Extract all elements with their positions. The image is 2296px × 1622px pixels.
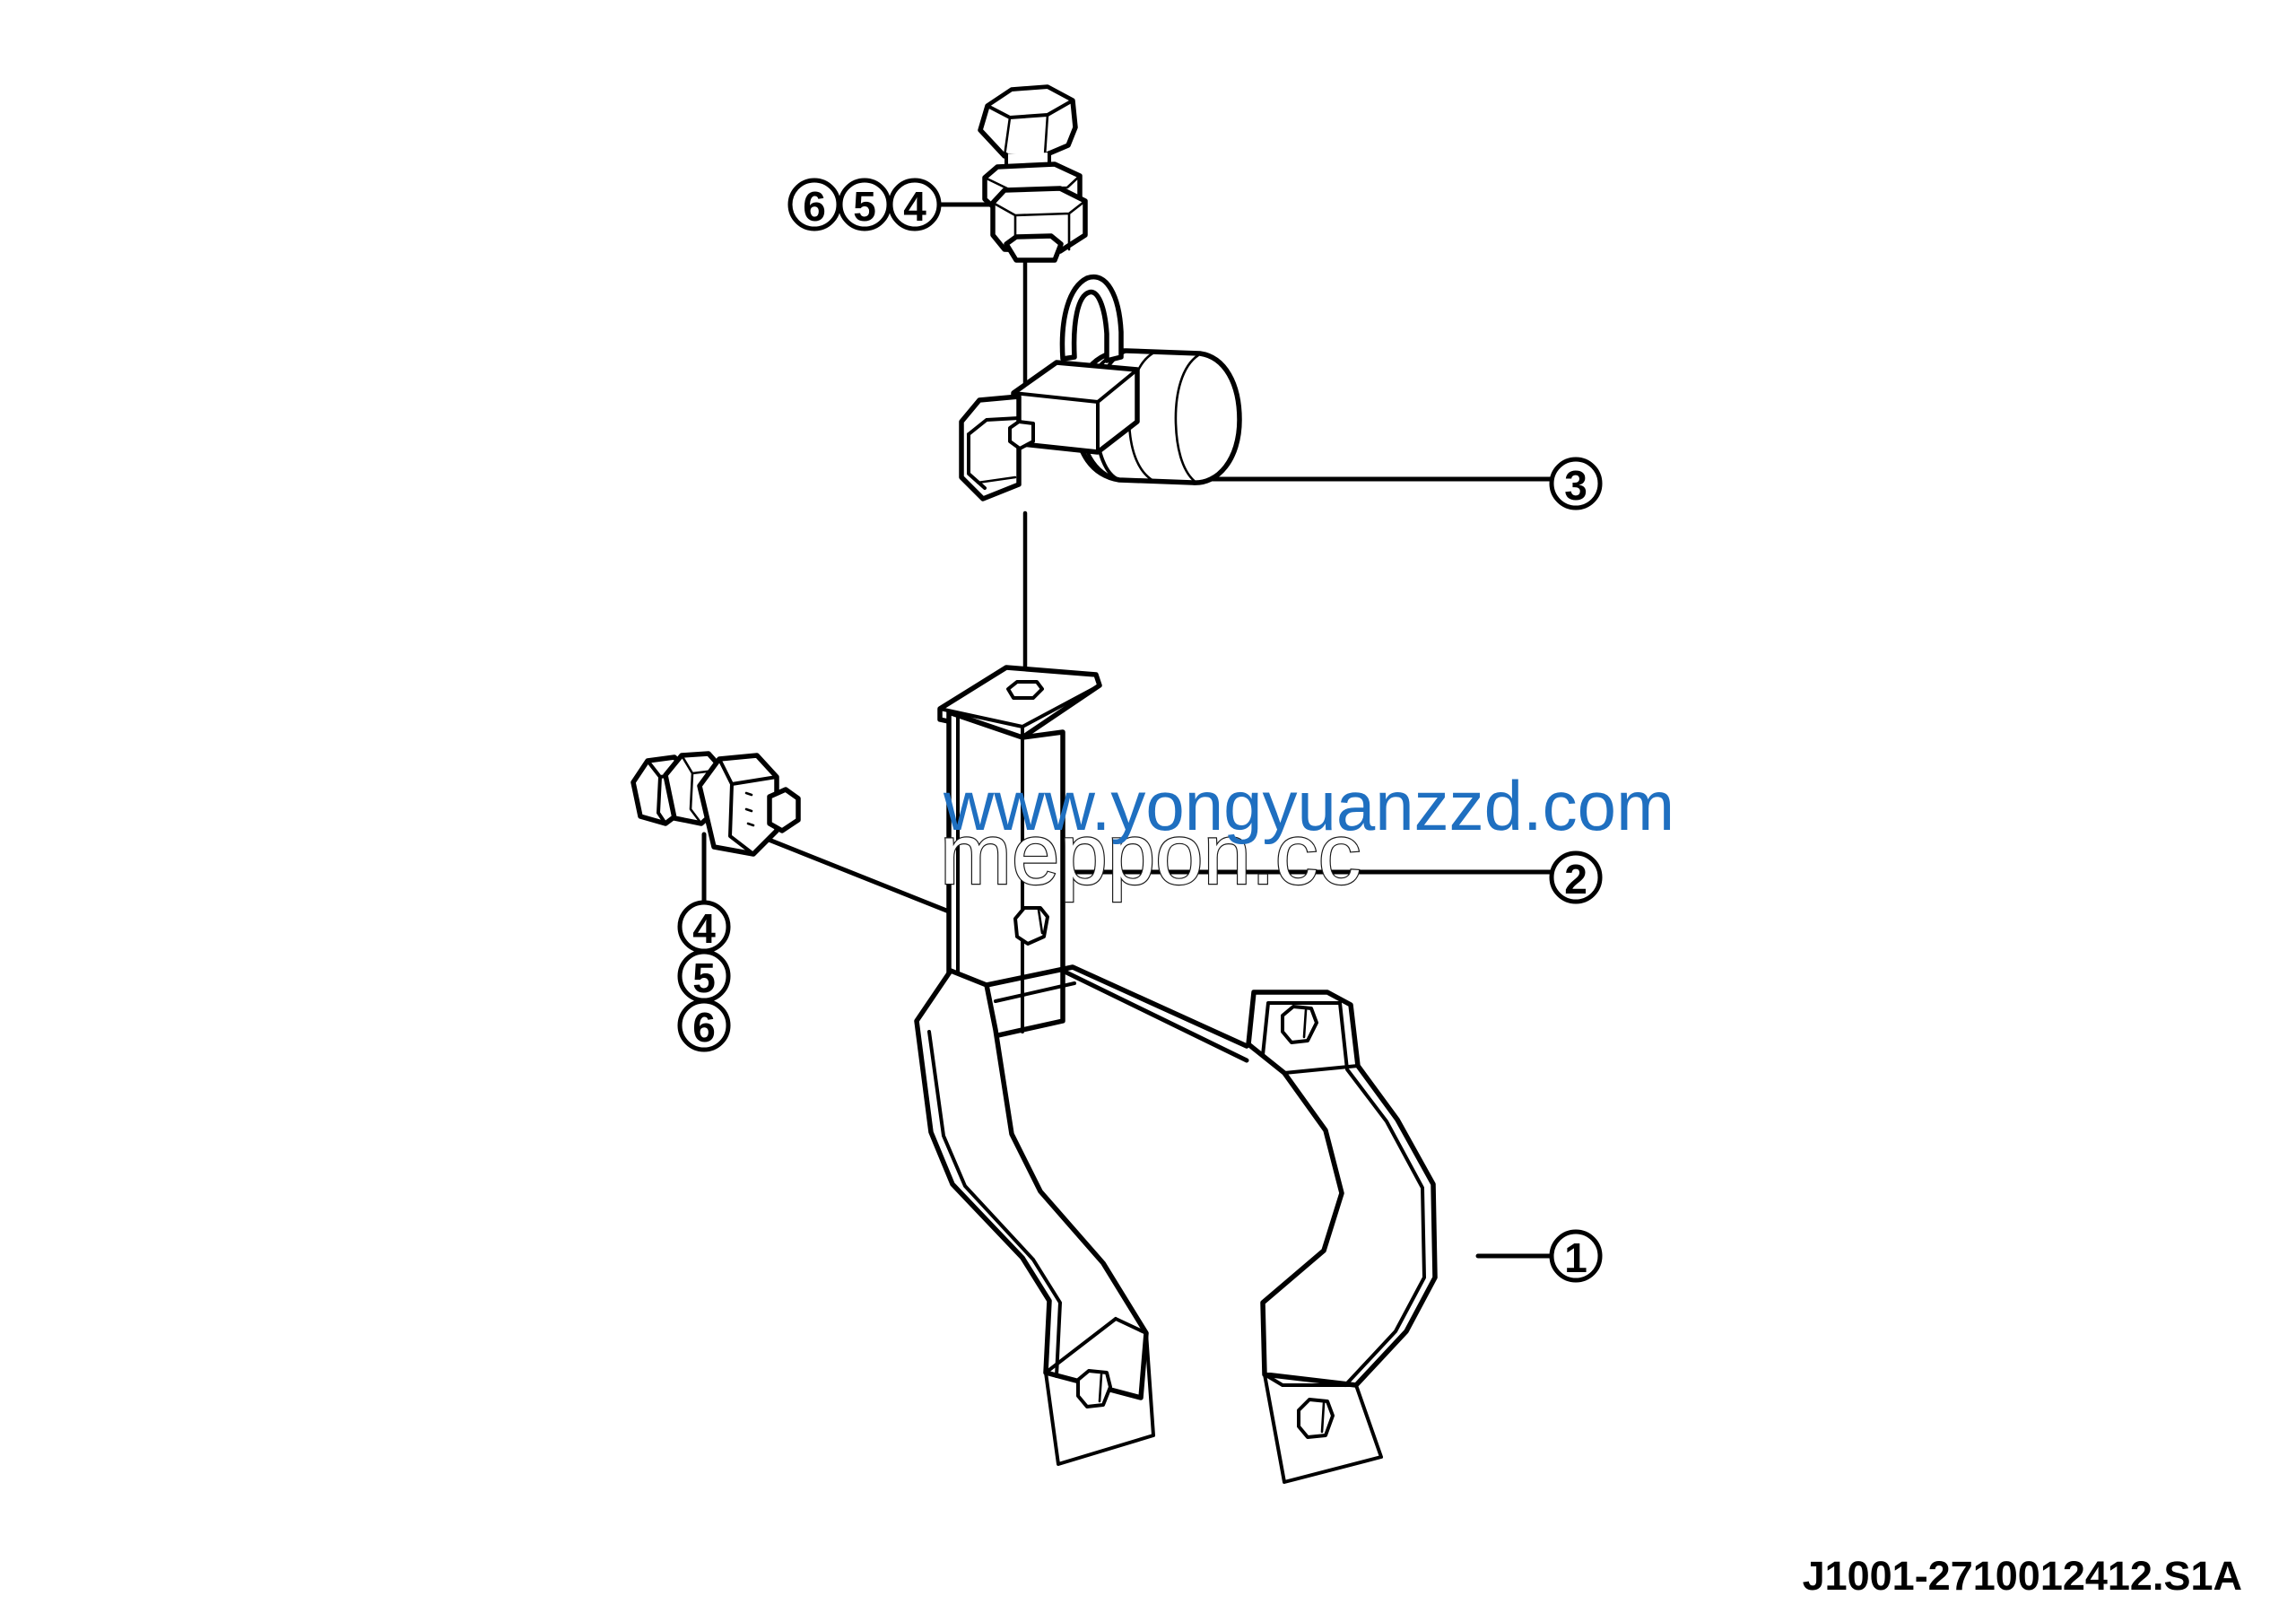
callout-6-left-label: 6 [692, 1004, 716, 1051]
mounting-bracket-left-foot-hex-hole [1076, 1369, 1112, 1408]
callout-4-top-circle[interactable] [888, 178, 942, 231]
callout-6-top[interactable]: 6 [787, 178, 841, 231]
mounting-bracket-left-leg [914, 968, 1149, 1400]
clamp-band-ridge-2 [1174, 353, 1200, 484]
mounting-bracket-left-foot-hole-shade [1098, 1373, 1103, 1403]
hex-bolt-left-head [697, 753, 779, 857]
support-bracket-hole-shade [1037, 908, 1044, 935]
mounting-bracket-right-foot-plate [1263, 1373, 1383, 1484]
mounting-bracket [914, 964, 1438, 1484]
callout-5-top-label: 5 [853, 183, 876, 230]
callout-5-left-label: 5 [692, 955, 716, 1001]
mounting-bracket-right-top-plate [1247, 990, 1360, 1075]
callout-2[interactable]: 2 [1549, 850, 1603, 904]
callout-6-left-circle[interactable] [677, 998, 731, 1052]
hex-bolt-head-edge [1003, 113, 1049, 158]
support-bracket [931, 665, 1102, 1071]
callout-6-top-label: 6 [803, 183, 826, 230]
callout-5-left[interactable]: 5 [677, 949, 731, 1003]
callout-4-left-label: 4 [692, 905, 716, 952]
mounting-bracket-right-top-hole-shade [1302, 1008, 1308, 1039]
callout-2-circle[interactable] [1549, 850, 1603, 904]
bolt-threaded-tip [1004, 233, 1064, 263]
support-bracket-tab-hex-hole [1006, 680, 1044, 700]
clamp-bolt-boss [959, 394, 1022, 501]
callout-4-top[interactable]: 4 [888, 178, 942, 231]
watermark-group: meppon.cc www.yongyuanzzd.com [939, 766, 1674, 903]
clamp-boss-hex-recess [1008, 420, 1035, 450]
mounting-bracket-left-foot-fold [1044, 1317, 1148, 1374]
leader-line-bracket-to-foot [1029, 953, 1249, 1063]
callout-4-left[interactable]: 4 [677, 900, 731, 954]
callout-3[interactable]: 3 [1549, 457, 1603, 510]
mounting-bracket-top-span [984, 964, 1249, 1049]
callout-6-left[interactable]: 6 [677, 998, 731, 1052]
callout-5-top[interactable]: 5 [838, 178, 891, 231]
callout-group: 6 5 4 3 2 1 [677, 178, 1603, 1283]
mounting-bracket-right-leg-inner-edge [1261, 1001, 1426, 1387]
mounting-bracket-right-foot-hole-shade [1320, 1401, 1326, 1434]
support-bracket-web-fold [956, 716, 1024, 1033]
clamp-boss-shade-line [976, 475, 1017, 484]
mounting-bracket-right-foot-hex-hole [1297, 1398, 1335, 1439]
clamp-tightening-tab [1059, 274, 1124, 363]
hex-bolt-left-tip [767, 787, 801, 833]
watermark-outline-text: meppon.cc [940, 807, 1361, 903]
callout-1-circle[interactable] [1549, 1229, 1603, 1283]
mounting-bracket-left-foot-plate [1044, 1331, 1155, 1466]
watermark-blue-text: www.yongyuanzzd.com [943, 766, 1674, 845]
hex-bolt-left-head-face [718, 757, 778, 856]
callout-3-circle[interactable] [1549, 457, 1603, 510]
callout-1-label: 1 [1564, 1234, 1587, 1281]
mounting-bracket-top-span-inner [994, 981, 1076, 1003]
mounting-bracket-left-leg-inner-edge [927, 1030, 1062, 1378]
callout-2-label: 2 [1564, 856, 1587, 903]
pipe-clamp [959, 274, 1242, 501]
mounting-bracket-right-leg [1246, 990, 1438, 1388]
callout-1[interactable]: 1 [1549, 1229, 1603, 1283]
mounting-bracket-left-top-edge [949, 969, 988, 987]
hex-bolt-left-head-detail [744, 791, 755, 827]
left-fastener-assembly [631, 751, 801, 857]
mounting-bracket-right-top-hex-hole [1281, 1005, 1318, 1044]
support-bracket-mid-hex-hole [1013, 906, 1049, 946]
callout-3-label: 3 [1564, 462, 1587, 509]
part-number-label: J1001-2710012412.S1A [1803, 1553, 2242, 1599]
clamp-body-top-edge [1012, 368, 1139, 454]
callout-4-top-label: 4 [903, 183, 926, 230]
mounting-bracket-right-foot-fold [1263, 1373, 1358, 1387]
top-fastener-assembly [978, 84, 1088, 263]
